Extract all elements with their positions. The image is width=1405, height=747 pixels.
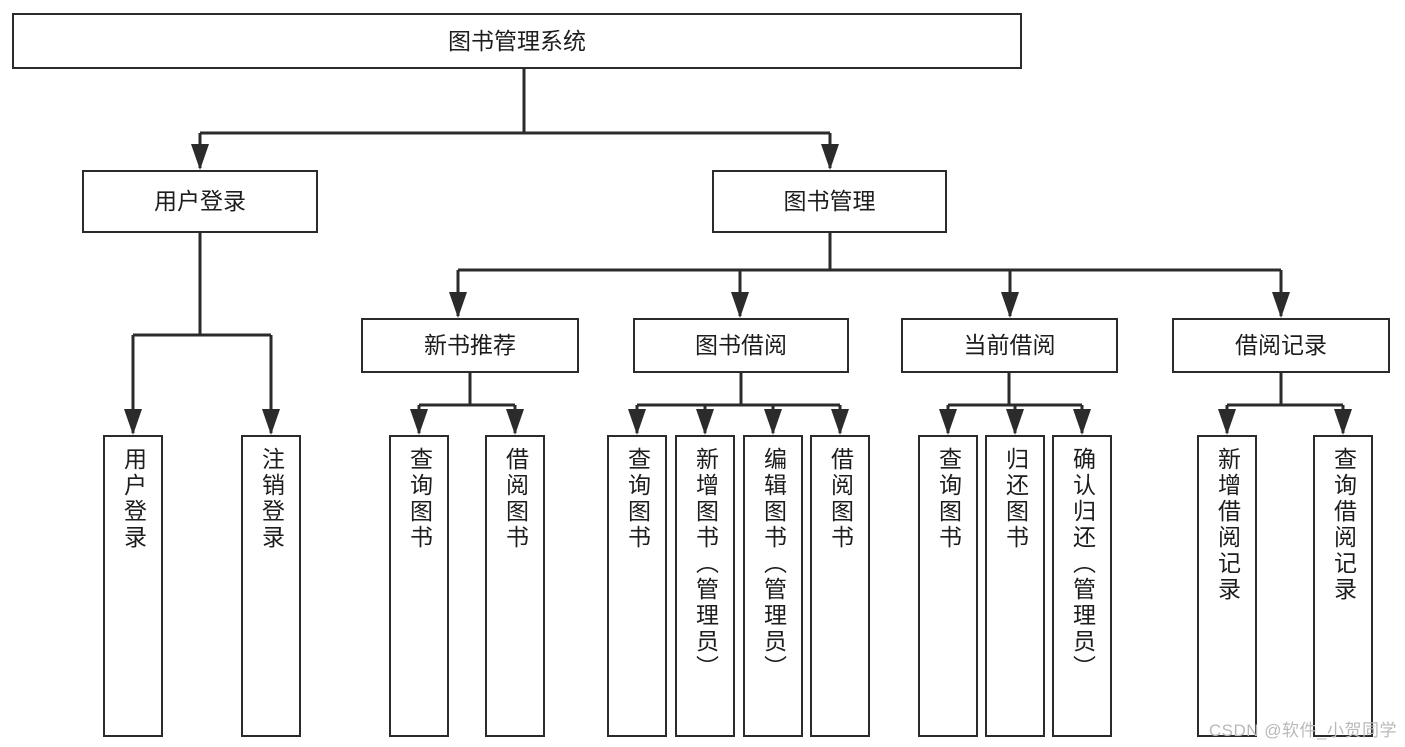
node-leaf-borrow-book-rec[interactable]: 借阅图书	[485, 435, 545, 737]
arrowhead-user-login	[191, 144, 209, 170]
node-label-leaf-borrow-book: 借阅图书	[827, 447, 854, 551]
arrowhead-leaf-query-book-cur	[939, 409, 957, 435]
arrowhead-leaf-return-book	[1006, 409, 1024, 435]
node-label-leaf-borrow-book-rec: 借阅图书	[502, 447, 529, 551]
node-book-borrow[interactable]: 图书借阅	[633, 318, 849, 373]
node-leaf-query-book-rec[interactable]: 查询图书	[389, 435, 449, 737]
node-borrow-record[interactable]: 借阅记录	[1172, 318, 1390, 373]
node-label-borrow-record: 借阅记录	[1235, 332, 1327, 359]
node-label-leaf-query-book-rec: 查询图书	[406, 447, 433, 551]
node-label-leaf-logout: 注销登录	[258, 447, 285, 551]
arrowhead-current-borrow	[1001, 292, 1019, 318]
node-leaf-confirm-return[interactable]: 确认归还（管理员）	[1052, 435, 1112, 737]
arrowhead-book-manage	[821, 144, 839, 170]
node-label-leaf-return-book: 归还图书	[1002, 447, 1029, 551]
node-root[interactable]: 图书管理系统	[12, 13, 1022, 69]
arrowhead-new-book-rec	[449, 292, 467, 318]
node-label-leaf-add-book: 新增图书（管理员）	[692, 447, 719, 681]
node-label-user-login: 用户登录	[154, 188, 246, 215]
arrowhead-leaf-query-record	[1334, 409, 1352, 435]
node-leaf-logout[interactable]: 注销登录	[241, 435, 301, 737]
node-leaf-query-book-cur[interactable]: 查询图书	[918, 435, 978, 737]
arrowhead-borrow-record	[1272, 292, 1290, 318]
node-book-manage[interactable]: 图书管理	[712, 170, 947, 233]
node-leaf-query-record[interactable]: 查询借阅记录	[1313, 435, 1373, 737]
node-label-leaf-query-book: 查询图书	[624, 447, 651, 551]
node-leaf-user-login[interactable]: 用户登录	[103, 435, 163, 737]
node-new-book-rec[interactable]: 新书推荐	[361, 318, 579, 373]
arrowhead-leaf-borrow-book-rec	[506, 409, 524, 435]
node-label-leaf-query-book-cur: 查询图书	[935, 447, 962, 551]
arrowhead-leaf-add-record	[1218, 409, 1236, 435]
arrowhead-leaf-borrow-book	[831, 409, 849, 435]
watermark: CSDN @软件_小贺同学	[1208, 721, 1397, 740]
node-label-leaf-confirm-return: 确认归还（管理员）	[1069, 447, 1096, 681]
node-label-current-borrow: 当前借阅	[963, 332, 1056, 359]
node-leaf-borrow-book[interactable]: 借阅图书	[810, 435, 870, 737]
arrowhead-leaf-query-book	[628, 409, 646, 435]
node-label-root: 图书管理系统	[448, 27, 586, 54]
node-label-leaf-user-login: 用户登录	[120, 447, 147, 551]
arrowhead-leaf-edit-book	[764, 409, 782, 435]
arrowhead-leaf-add-book	[696, 409, 714, 435]
arrowhead-book-borrow	[731, 292, 749, 318]
node-label-book-borrow: 图书借阅	[695, 332, 787, 359]
arrowhead-leaf-logout	[262, 409, 280, 435]
node-label-leaf-query-record: 查询借阅记录	[1330, 447, 1357, 603]
node-label-new-book-rec: 新书推荐	[424, 332, 516, 359]
node-label-book-manage: 图书管理	[783, 188, 876, 215]
node-leaf-query-book[interactable]: 查询图书	[607, 435, 667, 737]
node-leaf-add-record[interactable]: 新增借阅记录	[1197, 435, 1257, 737]
node-leaf-edit-book[interactable]: 编辑图书（管理员）	[743, 435, 803, 737]
arrowhead-leaf-query-book-rec	[410, 409, 428, 435]
arrowhead-leaf-user-login	[124, 409, 142, 435]
node-leaf-add-book[interactable]: 新增图书（管理员）	[675, 435, 735, 737]
node-leaf-return-book[interactable]: 归还图书	[985, 435, 1045, 737]
node-user-login[interactable]: 用户登录	[82, 170, 318, 233]
node-label-leaf-add-record: 新增借阅记录	[1214, 447, 1241, 603]
node-label-leaf-edit-book: 编辑图书（管理员）	[760, 447, 787, 681]
arrowhead-leaf-confirm-return	[1073, 409, 1091, 435]
node-current-borrow[interactable]: 当前借阅	[901, 318, 1118, 373]
